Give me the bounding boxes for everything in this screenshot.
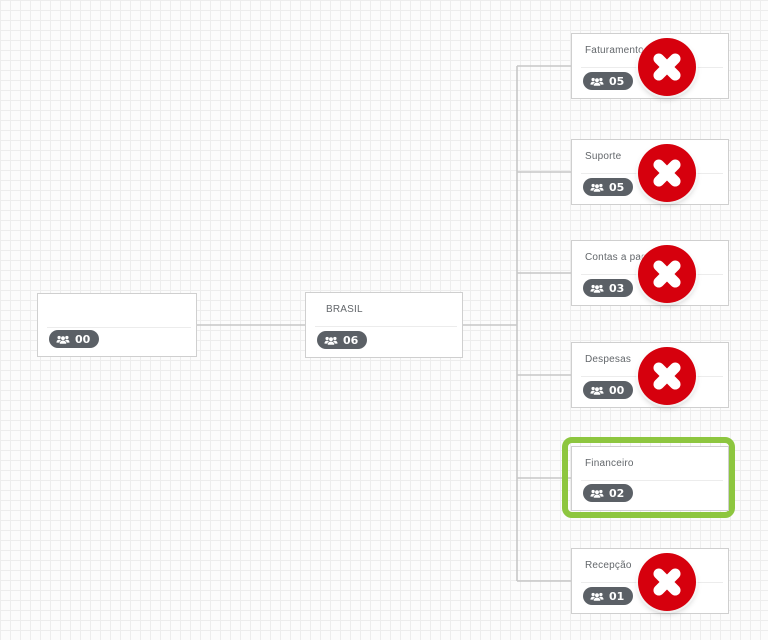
node-title: Suporte [585, 151, 622, 162]
member-count-badge: 05 [583, 72, 634, 90]
org-node-root[interactable]: 00 [37, 293, 197, 357]
users-icon [590, 592, 604, 601]
users-icon [590, 489, 604, 498]
node-title: Recepção [585, 560, 632, 571]
node-title: Faturamento [585, 45, 644, 56]
member-count-badge: 05 [583, 178, 634, 196]
error-x-icon[interactable] [638, 144, 696, 202]
error-x-icon[interactable] [638, 553, 696, 611]
org-node-recepcao[interactable]: Recepção 01 [571, 548, 729, 614]
error-x-icon[interactable] [638, 38, 696, 96]
member-count: 00 [609, 383, 625, 397]
member-count-badge: 06 [317, 331, 368, 349]
member-count-badge: 02 [583, 484, 634, 502]
node-title: Financeiro [585, 458, 634, 469]
users-icon [56, 335, 70, 344]
x-mark [650, 359, 684, 393]
member-count: 06 [343, 333, 359, 347]
member-count: 03 [609, 281, 625, 295]
node-title: BRASIL [326, 304, 363, 315]
error-x-icon[interactable] [638, 245, 696, 303]
org-node-contas-a-pagar[interactable]: Contas a pagar 03 [571, 240, 729, 306]
users-icon [590, 183, 604, 192]
divider [47, 327, 191, 328]
member-count-badge: 01 [583, 587, 634, 605]
org-node-despesas[interactable]: Despesas 00 [571, 342, 729, 408]
users-icon [590, 386, 604, 395]
member-count-badge: 00 [49, 330, 100, 348]
users-icon [324, 336, 338, 345]
x-mark [650, 257, 684, 291]
error-x-icon[interactable] [638, 347, 696, 405]
divider [315, 326, 457, 327]
org-node-financeiro[interactable]: Financeiro 02 [571, 446, 729, 511]
divider [581, 480, 723, 481]
node-title: Contas a pagar [585, 252, 657, 263]
member-count: 05 [609, 180, 625, 194]
org-node-faturamento[interactable]: Faturamento 05 [571, 33, 729, 99]
x-mark [650, 565, 684, 599]
x-mark [650, 156, 684, 190]
users-icon [590, 284, 604, 293]
node-title: Despesas [585, 354, 632, 365]
org-node-brasil[interactable]: BRASIL 06 [305, 292, 463, 358]
member-count-badge: 03 [583, 279, 634, 297]
org-node-suporte[interactable]: Suporte 05 [571, 139, 729, 205]
member-count: 01 [609, 589, 625, 603]
member-count-badge: 00 [583, 381, 634, 399]
member-count: 05 [609, 74, 625, 88]
member-count: 00 [75, 332, 91, 346]
member-count: 02 [609, 486, 625, 500]
x-mark [650, 50, 684, 84]
users-icon [590, 77, 604, 86]
